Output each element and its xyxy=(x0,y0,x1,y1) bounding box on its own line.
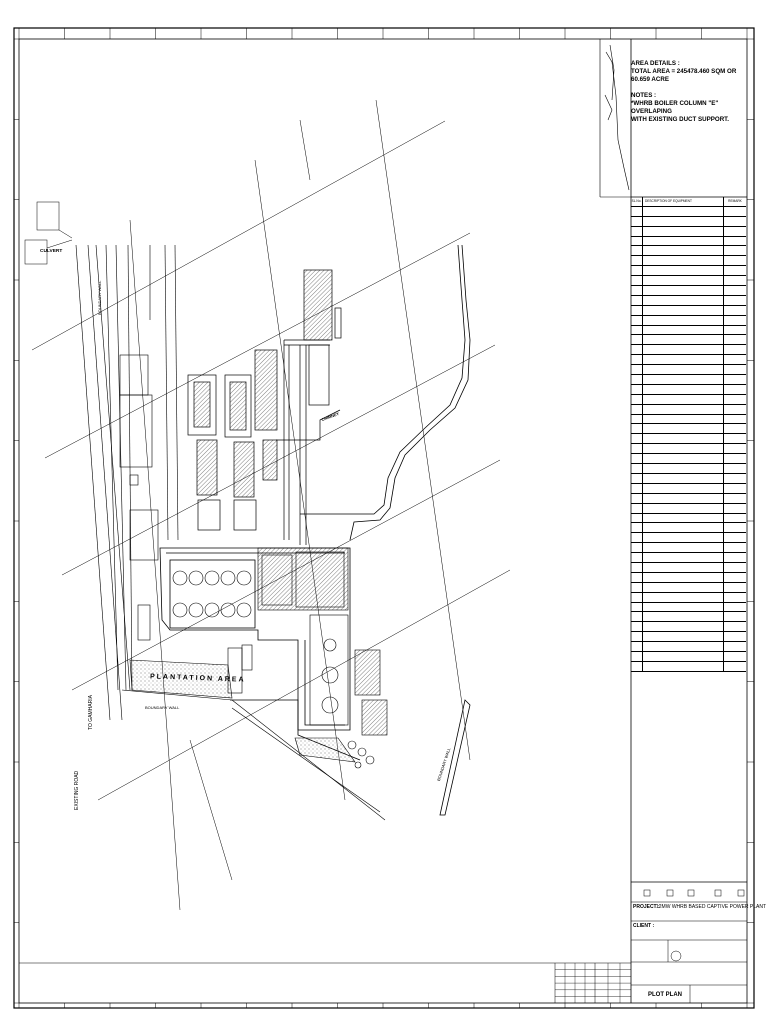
client-label: CLIENT : xyxy=(633,923,655,929)
table-row xyxy=(631,236,746,247)
table-row xyxy=(631,562,746,573)
boundary-wall-label: BOUNDARY WALL xyxy=(145,705,180,710)
table-row xyxy=(631,444,746,455)
table-row xyxy=(631,325,746,336)
table-row xyxy=(631,256,746,267)
table-row xyxy=(631,473,746,484)
table-row xyxy=(631,414,746,425)
table-row xyxy=(631,543,746,554)
table-row xyxy=(631,315,746,326)
table-row xyxy=(631,355,746,366)
table-row xyxy=(631,266,746,277)
table-row xyxy=(631,553,746,563)
table-row xyxy=(631,582,746,593)
table-row xyxy=(631,216,746,227)
table-row xyxy=(631,592,746,603)
table-row xyxy=(631,523,746,534)
table-row xyxy=(631,533,746,544)
table-row xyxy=(631,612,746,623)
table-row xyxy=(631,295,746,306)
table-row xyxy=(631,404,746,415)
road-label-2: EXISTING ROAD xyxy=(74,770,80,810)
table-row xyxy=(631,483,746,494)
table-row xyxy=(631,602,746,613)
total-area: TOTAL AREA = 245478.460 SQM OR 60.659 AC… xyxy=(631,68,737,83)
road-label: TO GAMHARIA xyxy=(88,695,94,730)
table-row xyxy=(631,513,746,524)
table-row xyxy=(631,572,746,583)
note-line-2: WITH EXISTING DUCT SUPPORT. xyxy=(631,116,729,123)
table-header: SL.No. DESCRIPTION OF EQUIPMENT REMARK xyxy=(631,197,746,207)
boundary-wall-left-label: BOUNDARY WALL xyxy=(97,280,102,315)
table-row xyxy=(631,365,746,376)
table-row xyxy=(631,632,746,643)
col-desc: DESCRIPTION OF EQUIPMENT xyxy=(643,197,724,206)
equipment-legend-table: SL.No. DESCRIPTION OF EQUIPMENT REMARK xyxy=(631,197,746,672)
table-row xyxy=(631,384,746,395)
project-label: PROJECT : xyxy=(633,904,660,910)
table-row xyxy=(631,424,746,435)
table-row xyxy=(631,454,746,465)
project-name: 12MW WHRB BASED CAPTIVE POWER PLANT xyxy=(656,904,767,910)
table-row xyxy=(631,286,746,296)
culvert-label: CULVERT xyxy=(40,249,63,254)
table-row xyxy=(631,503,746,514)
notes-block: AREA DETAILS : TOTAL AREA = 245478.460 S… xyxy=(631,60,747,124)
table-row xyxy=(631,642,746,652)
table-row xyxy=(631,394,746,405)
table-row xyxy=(631,206,746,217)
table-row xyxy=(631,661,746,672)
table-row xyxy=(631,246,746,257)
area-heading: AREA DETAILS : xyxy=(631,60,680,67)
table-row xyxy=(631,464,746,474)
table-row xyxy=(631,276,746,287)
table-row xyxy=(631,622,746,633)
table-row xyxy=(631,226,746,237)
table-row xyxy=(631,305,746,316)
table-row xyxy=(631,345,746,356)
col-remark: REMARK xyxy=(728,199,742,204)
drawing-title: PLOT PLAN xyxy=(648,992,682,998)
table-row xyxy=(631,434,746,445)
note-line-1: *WHRB BOILER COLUMN "E" OVERLAPING xyxy=(631,100,719,115)
table-row xyxy=(631,493,746,504)
table-row xyxy=(631,375,746,385)
table-row xyxy=(631,335,746,346)
notes-heading: NOTES : xyxy=(631,92,657,99)
table-row xyxy=(631,651,746,662)
col-sl: SL.No. xyxy=(631,197,643,206)
